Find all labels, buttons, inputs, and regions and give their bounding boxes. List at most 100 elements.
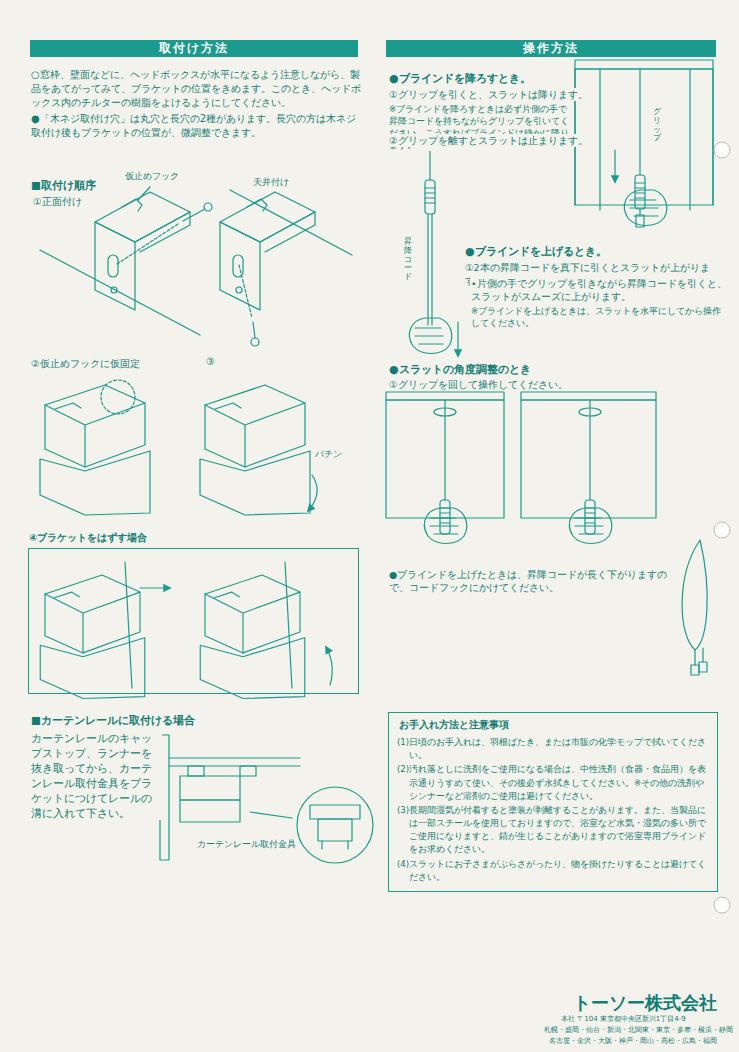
removal-illustration — [326, 647, 332, 685]
cord-hook-illustration — [682, 540, 707, 650]
cord-illustration — [457, 322, 458, 356]
removal-illustration — [285, 562, 292, 688]
blind-illustration — [639, 69, 640, 175]
curtain-rail-illustration — [297, 787, 373, 863]
bracket-illustration — [239, 265, 252, 318]
callout-number: ③ — [205, 355, 216, 369]
cord-illustration — [425, 180, 435, 214]
company-name: トーソー株式会社 — [572, 990, 718, 1016]
bracket-illustration — [204, 203, 212, 211]
illustration-frame: ④ブラケットをはずす場合 — [28, 548, 359, 694]
removal-illustration — [140, 587, 170, 588]
step-label: ①正面付け — [32, 195, 83, 208]
cord-hook-illustration — [691, 665, 699, 675]
step-label: 天井付け — [252, 176, 290, 189]
box-heading: お手入れ方法と注意事項 — [399, 718, 709, 732]
curtain-rail-illustration — [250, 812, 292, 818]
step-text: ②グリップを離すとスラットは止まります。 — [388, 134, 589, 147]
branch-list: 札幌・盛岡・仙台・新潟・北関東・東京・多摩・横浜・静岡 — [543, 1026, 734, 1035]
section-heading: ●ブラインドを上げるとき。 — [464, 244, 608, 260]
cord-hook-illustration — [699, 662, 707, 672]
box-heading: 操作方法 — [390, 41, 712, 56]
tilt-illustration — [589, 400, 590, 500]
note: ※ブラインドを上げるときは、スラットを水平にしてから操作してください。 — [470, 305, 728, 329]
removal-illustration — [125, 562, 132, 688]
part-name: カーテンレール取付金具 — [196, 838, 297, 850]
curtain-rail-illustration — [322, 841, 348, 849]
box-heading: 取付け方法 — [34, 41, 354, 56]
paragraph: ○窓枠、壁面などに、ヘッドボックスが水平になるよう注意しながら、製品をあてがって… — [30, 68, 364, 111]
section-band: 操作方法 — [386, 40, 716, 57]
paragraph: ●ブラインドを上げたときは、昇降コードが長く下がりますので、コードフックにかけて… — [388, 568, 670, 595]
tilt-illustration — [386, 392, 656, 544]
curtain-rail-illustration — [180, 776, 240, 800]
bracket-illustration — [117, 224, 178, 264]
blind-illustration — [635, 175, 645, 209]
curtain-rail-illustration — [169, 758, 300, 766]
sound-label: パチン — [314, 448, 343, 461]
blind-illustration — [575, 60, 713, 69]
headbox-illustration — [40, 380, 317, 515]
step-text: ①グリップを引くと、スラットは降ります。 — [388, 88, 589, 101]
blind-illustration — [636, 209, 644, 227]
branch-list: 名古屋・金沢・大阪・神戸・岡山・高松・広島・福岡 — [548, 1037, 718, 1046]
bracket-illustration — [220, 192, 315, 310]
section-heading: ●スラットの角度調整のとき — [388, 362, 532, 378]
cord-illustration — [409, 140, 458, 356]
step-text: •片側の手でグリップを引きながら昇降コードを引くと、スラットがスムーズに上がりま… — [470, 277, 728, 304]
blind-illustration — [575, 69, 713, 205]
curtain-rail-illustration — [180, 800, 240, 822]
tilt-illustration — [579, 408, 601, 416]
tilt-illustration — [434, 408, 456, 416]
tilt-illustration — [521, 392, 656, 400]
tilt-illustration — [386, 392, 504, 400]
cord-illustration — [428, 214, 432, 325]
curtain-rail-illustration — [188, 766, 204, 776]
bracket-illustration — [183, 209, 205, 221]
removal-illustration — [40, 562, 332, 699]
cord-illustration — [409, 318, 451, 354]
section-heading: ■取付け順序 — [30, 178, 97, 193]
blind-illustration — [614, 150, 615, 182]
headbox-illustration — [200, 385, 310, 515]
binder-hole — [714, 522, 730, 538]
notice-item: (3)長期間湿気が付着すると塗装が剥離することがあります。また、当製品には一部ス… — [397, 804, 709, 857]
curtain-rail-illustration — [160, 735, 373, 863]
bracket-illustration — [138, 187, 150, 200]
part-name: 昇降コード — [403, 238, 413, 282]
step-text: ①グリップを回して操作してください。 — [388, 378, 569, 391]
bracket-illustration — [253, 322, 255, 338]
blind-illustration — [575, 69, 713, 210]
curtain-rail-illustration — [318, 819, 352, 841]
headbox-illustration — [308, 475, 317, 511]
tilt-illustration — [424, 508, 466, 544]
paragraph: ●「木ネジ取付け穴」は丸穴と長穴の2種があります。長穴の方は木ネジ取付け後もブラ… — [30, 112, 364, 140]
headbox-illustration — [101, 380, 135, 414]
binder-hole — [714, 897, 730, 913]
cord-hook-illustration — [682, 540, 707, 675]
notice-item: (1)日頃のお手入れは、羽根ばたき、または市販の化学モップで拭いてください。 — [397, 736, 709, 762]
blind-illustration — [575, 60, 713, 227]
bracket-illustration — [251, 338, 259, 346]
box-heading: ④ブラケットをはずす場合 — [29, 531, 147, 545]
bracket-illustration — [40, 250, 200, 335]
binder-hole — [714, 142, 730, 158]
bracket-illustration — [95, 192, 190, 310]
curtain-rail-illustration — [240, 766, 256, 776]
binder-hole — [714, 142, 730, 913]
curtain-rail-illustration — [310, 805, 360, 819]
tilt-illustration — [440, 500, 450, 534]
part-name: 仮止めフック — [124, 170, 180, 183]
section-heading: ●ブラインドを降ろすとき。 — [388, 71, 532, 87]
section-heading: ■カーテンレールに取付ける場合 — [30, 713, 196, 728]
address: 本社 〒104 東京都中央区新川1丁目4-9 — [560, 1015, 687, 1025]
section-band: 取付け方法 — [30, 40, 358, 57]
tilt-illustration — [569, 508, 611, 544]
blind-illustration — [624, 190, 666, 226]
tilt-illustration — [444, 400, 445, 500]
part-name: グリップ — [652, 108, 662, 143]
notice-box: お手入れ方法と注意事項 (1)日頃のお手入れは、羽根ばたき、または市販の化学モップ… — [388, 712, 718, 892]
paragraph: カーテンレールのキャップストップ、ランナーを抜き取ってから、カーテンレール取付金… — [30, 731, 162, 820]
